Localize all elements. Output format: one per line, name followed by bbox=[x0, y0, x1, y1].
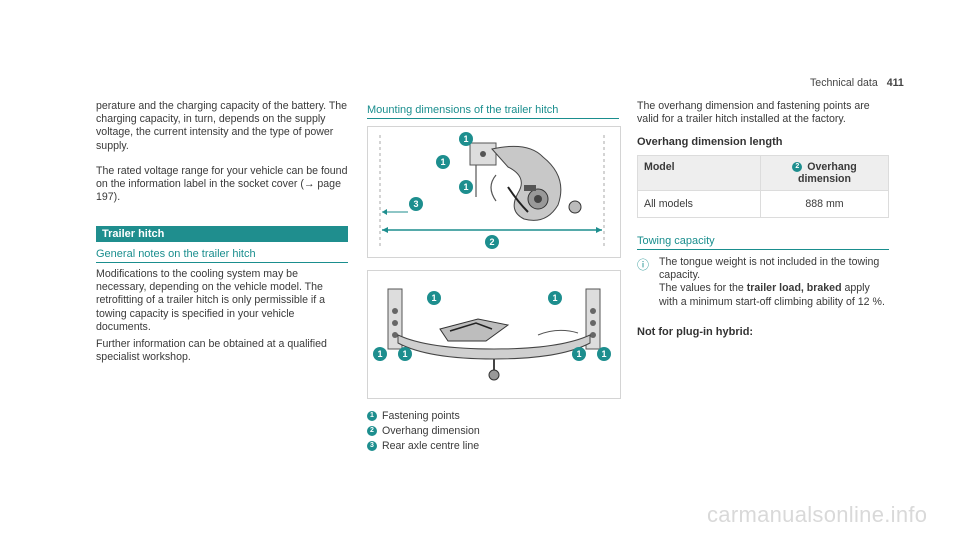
marker-fastening-1a: 1 bbox=[459, 132, 473, 146]
modifications-paragraph: Modifications to the cooling system may … bbox=[96, 268, 326, 333]
legend-text: Rear axle centre line bbox=[382, 440, 480, 452]
watermark: carmanualsonline.info bbox=[707, 502, 928, 527]
legend-item: 3 Rear axle centre line bbox=[367, 439, 619, 454]
subheading-mounting-dimensions: Mounting dimensions of the trailer hitch bbox=[367, 104, 619, 119]
subheading-towing-capacity: Towing capacity bbox=[637, 235, 889, 250]
trailer-hitch-side-view-illustration bbox=[379, 135, 605, 249]
marker-rear-axle-3: 3 bbox=[409, 197, 423, 211]
note-line-2: The values for the trailer load, braked … bbox=[659, 282, 889, 308]
further-info-paragraph: Further information can be obtained at a… bbox=[96, 338, 327, 364]
figure-rear-view: 1 1 1 1 1 1 bbox=[367, 270, 621, 399]
legend-marker: 3 bbox=[367, 441, 377, 452]
section-bar-trailer-hitch: Trailer hitch bbox=[96, 226, 348, 242]
figure-side-view: 1 1 1 3 2 bbox=[367, 126, 621, 258]
note-line-2-pre: The values for the bbox=[659, 282, 747, 295]
header-section: Technical data bbox=[810, 77, 878, 89]
not-for-plug-in-hybrid-label: Not for plug-in hybrid: bbox=[637, 326, 754, 338]
rated-voltage-paragraph: The rated voltage range for your vehicle… bbox=[96, 165, 348, 204]
legend-item: 1 Fastening points bbox=[367, 409, 619, 424]
cell-overhang-value: 888 mm bbox=[760, 190, 889, 218]
legend-text: Fastening points bbox=[382, 410, 460, 422]
note-line-1: The tongue weight is not included in the… bbox=[659, 256, 880, 282]
legend-item: 2 Overhang dimension bbox=[367, 424, 619, 439]
info-note: ⓘ The tongue weight is not included in t… bbox=[637, 256, 889, 309]
marker-fastening-1b: 1 bbox=[436, 155, 450, 169]
legend-text: Overhang dimension bbox=[382, 425, 480, 437]
note-line-2-post: apply with a minimum start-off climbing … bbox=[659, 282, 885, 308]
intro-paragraph: perature and the charging capacity of th… bbox=[96, 100, 348, 152]
cell-model: All models bbox=[637, 190, 761, 218]
legend-marker: 2 bbox=[367, 426, 377, 437]
subheading-general-notes: General notes on the trailer hitch bbox=[96, 248, 348, 263]
marker-fastening-left-inner: 1 bbox=[398, 347, 412, 361]
marker-fastening-left-outer: 1 bbox=[373, 347, 387, 361]
column-marker: 2 bbox=[792, 162, 803, 173]
marker-overhang-2: 2 bbox=[485, 235, 499, 249]
marker-fastening-left-top: 1 bbox=[427, 291, 441, 305]
trailer-hitch-rear-view-illustration bbox=[387, 288, 601, 381]
marker-fastening-1c: 1 bbox=[459, 180, 473, 194]
table-title: Overhang dimension length bbox=[637, 136, 783, 148]
table-row: All models 888 mm bbox=[637, 190, 889, 218]
legend-marker: 1 bbox=[367, 411, 377, 422]
marker-fastening-right-outer: 1 bbox=[597, 347, 611, 361]
marker-fastening-right-top: 1 bbox=[548, 291, 562, 305]
overhang-paragraph: The overhang dimension and fastening poi… bbox=[637, 100, 870, 126]
info-icon: ⓘ bbox=[637, 258, 650, 272]
note-line-2-bold: trailer load, braked bbox=[746, 282, 842, 295]
column-header-model: Model bbox=[637, 155, 761, 191]
marker-fastening-right-inner: 1 bbox=[572, 347, 586, 361]
page-number: 411 bbox=[886, 77, 904, 89]
column-header-overhang-label: Overhang dimension bbox=[798, 161, 857, 185]
running-header: Technical data 411 bbox=[810, 77, 904, 89]
